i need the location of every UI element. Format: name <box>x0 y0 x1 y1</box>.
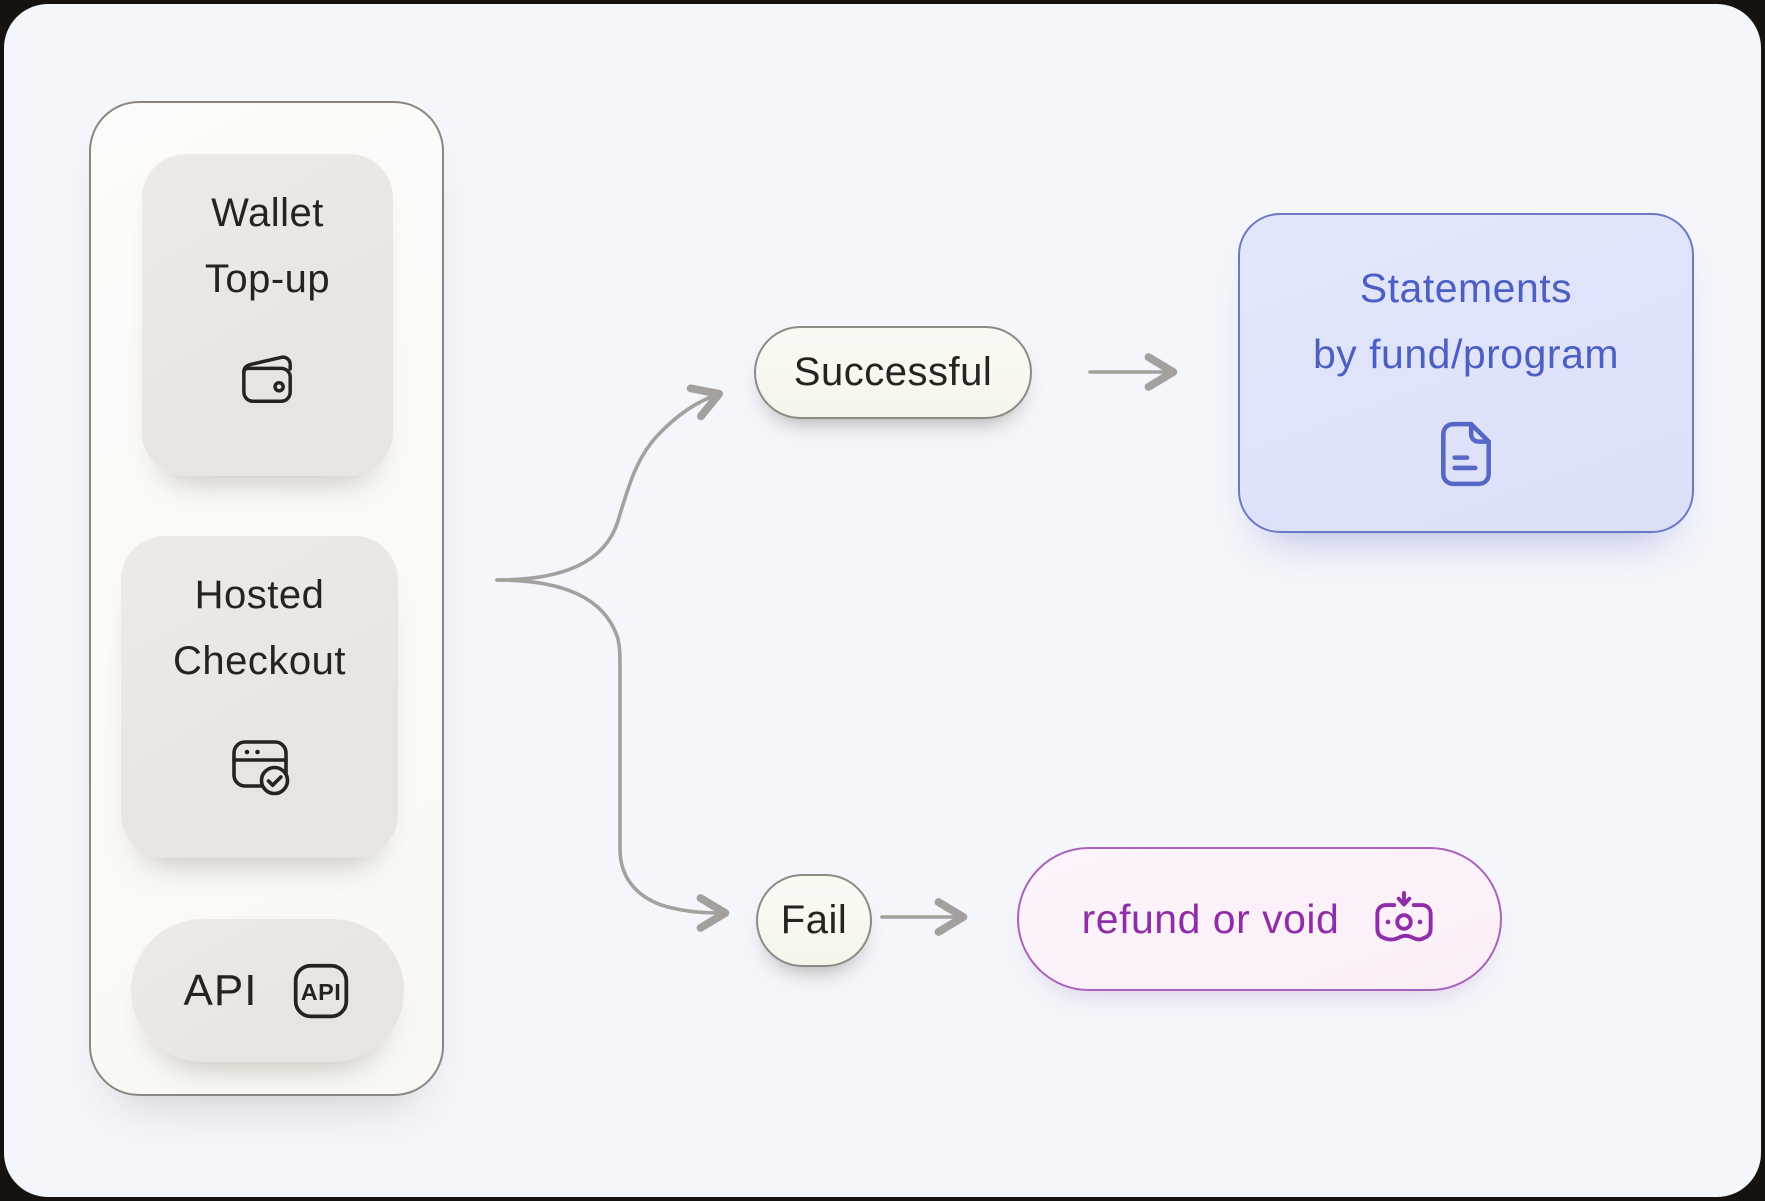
api-badge-text: API <box>301 978 341 1004</box>
refund-or-void-pill: refund or void <box>1017 847 1502 991</box>
api-card: API API <box>131 919 404 1062</box>
hosted-checkout-label: Hosted Checkout <box>173 562 346 694</box>
wallet-label-line1: Wallet <box>211 191 324 235</box>
statements-label-line2: by fund/program <box>1312 331 1620 377</box>
wallet-label-line2: Top-up <box>204 257 331 301</box>
refund-label: refund or void <box>1081 895 1340 942</box>
diagram-canvas: Wallet Top-up Hosted Checkout <box>4 4 1761 1197</box>
wallet-top-up-label: Wallet Top-up <box>205 180 330 312</box>
payment-sources-panel: Wallet Top-up Hosted Checkout <box>89 101 444 1096</box>
fail-pill: Fail <box>756 874 872 967</box>
statements-label: Statements by fund/program <box>1313 255 1619 387</box>
api-label: API <box>183 965 258 1015</box>
hosted-checkout-card: Hosted Checkout <box>121 536 398 858</box>
statements-label-line1: Statements <box>1359 265 1573 311</box>
hosted-label-line1: Hosted <box>194 573 325 617</box>
cash-in-icon <box>1371 890 1437 952</box>
fail-label: Fail <box>780 898 848 942</box>
branch-success-connector <box>495 384 724 582</box>
document-icon <box>1439 421 1493 487</box>
hosted-label-line2: Checkout <box>173 639 346 683</box>
successful-pill: Successful <box>754 326 1032 419</box>
api-badge-icon: API <box>291 961 351 1021</box>
wallet-top-up-card: Wallet Top-up <box>142 154 393 476</box>
browser-check-icon <box>228 734 292 796</box>
successful-label: Successful <box>793 350 993 394</box>
statements-box: Statements by fund/program <box>1238 213 1694 533</box>
wallet-icon <box>237 352 299 408</box>
branch-fail-connector <box>495 578 730 932</box>
